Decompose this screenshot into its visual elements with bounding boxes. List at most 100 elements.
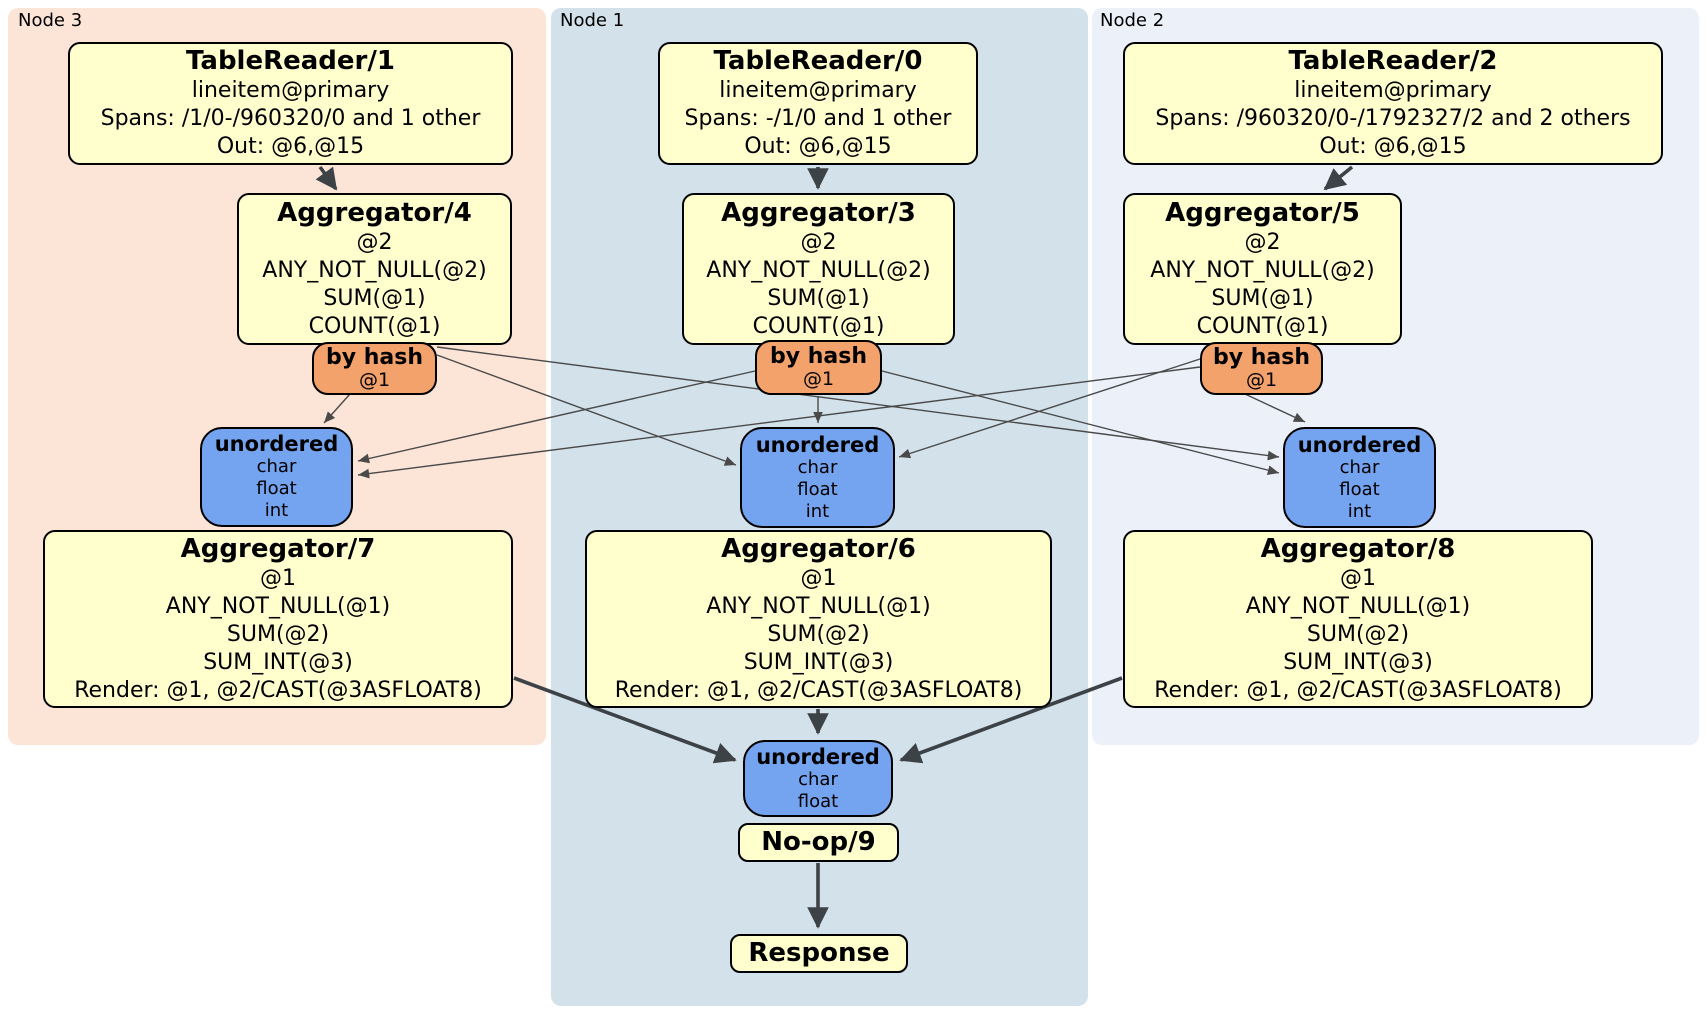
box-title: Response	[748, 938, 890, 968]
box-title: TableReader/1	[186, 46, 395, 76]
box-line: COUNT(@1)	[308, 313, 441, 339]
box-line: @2	[356, 229, 393, 255]
node3-label: Node 3	[18, 10, 83, 31]
box-title: Aggregator/8	[1260, 533, 1456, 564]
sync-title: unordered	[1297, 432, 1422, 457]
edge-hash1-sync2	[881, 370, 1280, 475]
by-hash-router-node3: by hash @1	[312, 342, 437, 395]
edge-tr2-agg5	[1323, 165, 1354, 191]
box-line: @1	[1340, 565, 1376, 591]
noop-9-box: No-op/9	[738, 823, 899, 862]
edge-hash2-sync1	[898, 358, 1201, 459]
box-line: lineitem@primary	[191, 78, 390, 103]
router-key: @1	[802, 368, 835, 390]
box-line: Spans: /960320/0-/1792327/2 and 2 others	[1155, 106, 1631, 131]
edge-hash2-sync3	[357, 366, 1201, 479]
aggregator-5-box: Aggregator/5 @2 ANY_NOT_NULL(@2) SUM(@1)…	[1123, 193, 1402, 345]
box-title: TableReader/0	[713, 46, 923, 76]
box-title: Aggregator/6	[721, 533, 916, 564]
box-title: No-op/9	[761, 827, 876, 857]
merge-unordered-sync: unordered char float	[743, 740, 893, 817]
box-line: COUNT(@1)	[1196, 313, 1329, 339]
sync-column: char	[798, 768, 838, 790]
aggregator-4-box: Aggregator/4 @2 ANY_NOT_NULL(@2) SUM(@1)…	[237, 193, 512, 345]
box-line: ANY_NOT_NULL(@2)	[706, 257, 931, 283]
box-line: SUM(@1)	[767, 285, 870, 311]
sync-column: char	[1339, 456, 1380, 478]
box-line: @2	[1244, 229, 1281, 255]
box-line: Spans: -/1/0 and 1 other	[684, 106, 952, 131]
router-key: @1	[1245, 369, 1278, 391]
unordered-sync-node1: unordered char float int	[740, 427, 895, 528]
sync-column: char	[256, 456, 297, 477]
sync-title: unordered	[214, 432, 339, 456]
router-title: by hash	[769, 344, 867, 369]
box-line: SUM(@2)	[226, 621, 330, 647]
sync-column: float	[797, 790, 839, 812]
node2-label: Node 2	[1100, 10, 1165, 31]
edge-agg8-merge	[899, 676, 1123, 764]
edge-hash3-sync2	[436, 346, 1280, 461]
box-line: Out: @6,@15	[216, 134, 365, 159]
box-line: SUM_INT(@3)	[743, 649, 894, 675]
box-line: Render: @1, @2/CAST(@3ASFLOAT8)	[74, 677, 482, 703]
box-line: ANY_NOT_NULL(@1)	[1245, 593, 1471, 619]
sync-column: int	[1347, 500, 1372, 522]
sync-column: float	[1339, 478, 1380, 500]
sync-column: char	[797, 456, 838, 478]
box-line: Spans: /1/0-/960320/0 and 1 other	[100, 106, 481, 131]
sync-title: unordered	[755, 432, 880, 457]
box-line: ANY_NOT_NULL(@1)	[706, 593, 931, 619]
aggregator-6-box: Aggregator/6 @1 ANY_NOT_NULL(@1) SUM(@2)…	[585, 530, 1052, 708]
box-line: lineitem@primary	[1294, 78, 1492, 103]
box-line: lineitem@primary	[719, 78, 917, 103]
box-line: COUNT(@1)	[752, 313, 885, 339]
box-line: Render: @1, @2/CAST(@3ASFLOAT8)	[1154, 677, 1562, 703]
box-title: Aggregator/5	[1165, 197, 1360, 228]
edge-agg7-merge	[513, 676, 737, 764]
unordered-sync-node3: unordered char float int	[200, 427, 353, 527]
sync-column: int	[264, 500, 289, 521]
edge-hash3-sync1	[436, 354, 737, 466]
edge-hash3-sync3	[323, 393, 351, 424]
box-line: @2	[800, 229, 837, 255]
box-line: Render: @1, @2/CAST(@3ASFLOAT8)	[614, 677, 1023, 703]
router-key: @1	[358, 369, 391, 391]
box-line: ANY_NOT_NULL(@1)	[165, 593, 391, 619]
sync-title: unordered	[756, 744, 880, 769]
tablereader-2-box: TableReader/2 lineitem@primary Spans: /9…	[1123, 42, 1663, 165]
sync-column: float	[256, 478, 297, 499]
box-title: Aggregator/3	[721, 197, 916, 228]
by-hash-router-node1: by hash @1	[755, 340, 882, 395]
box-line: Out: @6,@15	[1319, 134, 1467, 159]
edge-tr1-agg4	[315, 165, 338, 191]
box-title: TableReader/2	[1288, 46, 1498, 76]
box-line: SUM_INT(@3)	[1283, 649, 1433, 675]
edge-hash2-sync2	[1244, 393, 1306, 423]
box-line: ANY_NOT_NULL(@2)	[1150, 257, 1375, 283]
tablereader-1-box: TableReader/1 lineitem@primary Spans: /1…	[68, 42, 513, 165]
box-title: Aggregator/4	[277, 197, 472, 228]
sync-column: float	[797, 478, 838, 500]
node1-label: Node 1	[560, 10, 625, 31]
box-line: SUM(@2)	[1306, 621, 1410, 647]
box-line: SUM(@1)	[1211, 285, 1314, 311]
aggregator-7-box: Aggregator/7 @1 ANY_NOT_NULL(@1) SUM(@2)…	[43, 530, 513, 708]
box-title: Aggregator/7	[180, 533, 376, 564]
router-title: by hash	[325, 345, 423, 370]
aggregator-3-box: Aggregator/3 @2 ANY_NOT_NULL(@2) SUM(@1)…	[682, 193, 955, 345]
tablereader-0-box: TableReader/0 lineitem@primary Spans: -/…	[658, 42, 978, 165]
router-title: by hash	[1212, 345, 1310, 370]
box-line: SUM(@1)	[323, 285, 426, 311]
aggregator-8-box: Aggregator/8 @1 ANY_NOT_NULL(@1) SUM(@2)…	[1123, 530, 1593, 708]
sync-column: int	[805, 500, 830, 522]
box-line: @1	[800, 565, 837, 591]
edge-hash1-sync3	[357, 370, 756, 464]
box-line: @1	[260, 565, 296, 591]
response-box: Response	[730, 934, 908, 973]
box-line: SUM_INT(@3)	[203, 649, 353, 675]
box-line: ANY_NOT_NULL(@2)	[262, 257, 487, 283]
box-line: SUM(@2)	[767, 621, 870, 647]
